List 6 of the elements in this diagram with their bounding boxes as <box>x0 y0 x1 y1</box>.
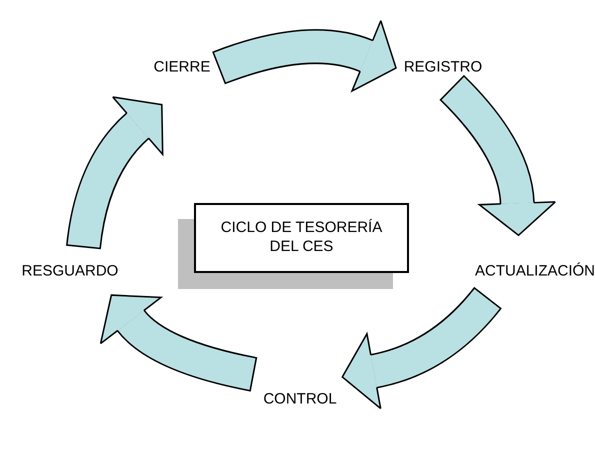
stage-label: CIERRE <box>154 58 210 78</box>
title-box: CICLO DE TESORERÍA DEL CES <box>194 203 409 273</box>
stage-label: CONTROL <box>263 390 337 410</box>
stage-label: RESGUARDO <box>22 262 118 282</box>
stage-label: ACTUALIZACIÓN <box>475 262 595 282</box>
stage-label: REGISTRO <box>404 58 482 78</box>
